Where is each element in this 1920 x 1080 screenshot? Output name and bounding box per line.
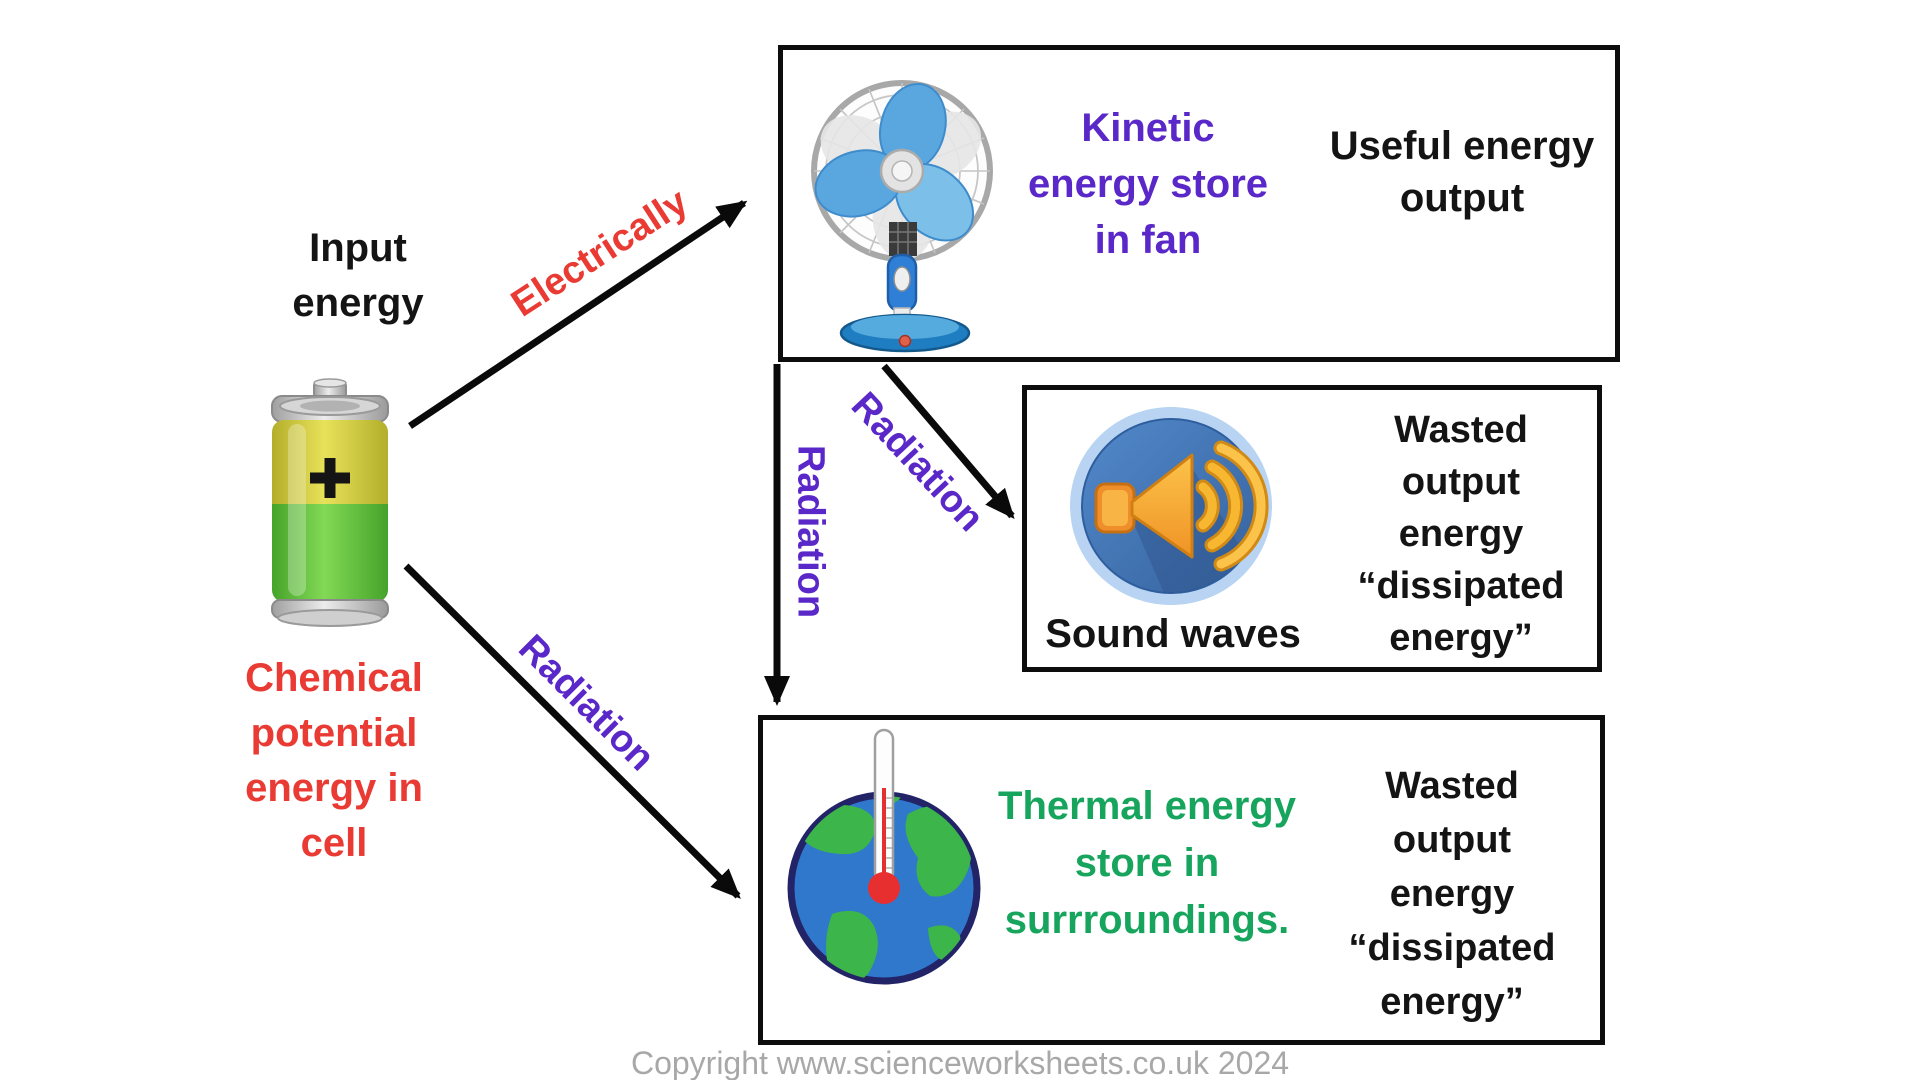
input-energy-label: Input energy bbox=[292, 226, 424, 325]
kinetic-energy-box bbox=[778, 45, 1620, 362]
speaker-sound-waves bbox=[1195, 440, 1269, 572]
fan-blades bbox=[814, 82, 982, 260]
fan-neck bbox=[886, 253, 918, 313]
battery-body-green bbox=[272, 504, 388, 602]
speaker-horn bbox=[1130, 453, 1194, 559]
arrow-radiation-to-surroundings bbox=[403, 563, 741, 899]
arrow-radiation-to-sound bbox=[881, 363, 1015, 520]
thermometer bbox=[868, 728, 900, 904]
thermal-wasted-label: Wasted output energy “dissipated energy” bbox=[1348, 765, 1556, 1023]
loudspeaker-icon bbox=[1070, 407, 1272, 605]
thermal-energy-box bbox=[758, 715, 1605, 1045]
desk-fan-icon bbox=[811, 80, 993, 353]
sound-waves-caption: Sound waves bbox=[1045, 612, 1301, 656]
fan-base bbox=[839, 313, 971, 353]
fan-motor-mount bbox=[889, 222, 917, 256]
kinetic-store-label: Kinetic energy store in fan bbox=[1027, 106, 1269, 262]
battery-plus-sign bbox=[310, 458, 350, 498]
arrow-electrical-transfer bbox=[408, 200, 748, 429]
thermal-store-label: Thermal energy store in surrroundings. bbox=[998, 784, 1296, 942]
thermometer-bulb bbox=[868, 872, 900, 904]
earth-thermometer-icon bbox=[787, 728, 981, 985]
useful-output-label: Useful energy output bbox=[1329, 124, 1595, 220]
chemical-energy-label: Chemical potential energy in cell bbox=[245, 656, 423, 865]
sound-wasted-label: Wasted output energy “dissipated energy” bbox=[1357, 409, 1565, 659]
copyright-text: Copyright www.scienceworksheets.co.uk 20… bbox=[630, 1045, 1290, 1080]
battery-icon bbox=[271, 378, 389, 627]
sound-waves-box bbox=[1022, 385, 1602, 672]
radiation-label-vertical: Radiation bbox=[789, 444, 832, 619]
